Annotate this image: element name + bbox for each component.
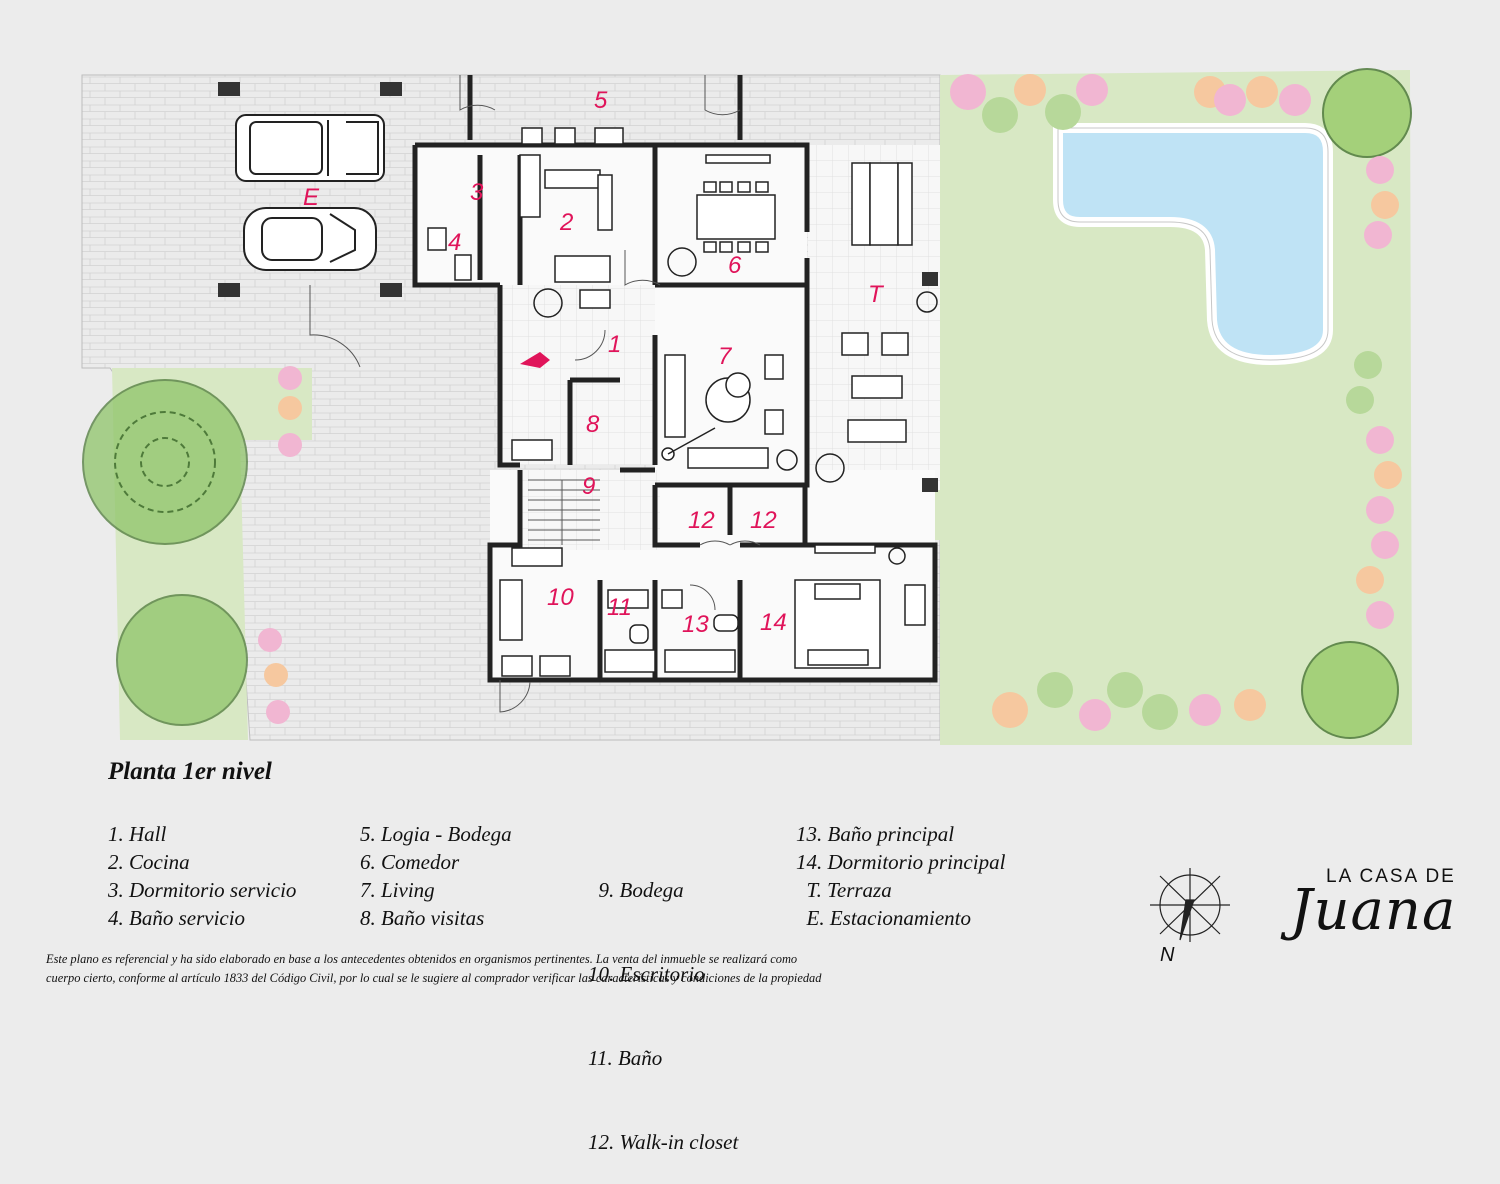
room-label-11: 11 (607, 594, 632, 621)
room-label-t: T (868, 281, 885, 308)
room-label-12a: 12 (688, 507, 715, 534)
legend-col-2: 5. Logia - Bodega 6. Comedor 7. Living 8… (360, 820, 512, 932)
legend-item: 9. Bodega (588, 878, 684, 902)
car-1 (235, 114, 385, 182)
terrace-furniture (841, 162, 913, 443)
indoor-plants (533, 247, 938, 565)
room-label-14: 14 (760, 609, 787, 636)
stairs (528, 479, 600, 545)
room-label-6: 6 (728, 252, 742, 279)
legend-item: 13. Baño principal (796, 822, 955, 846)
legend-col-1: 1. Hall 2. Cocina 3. Dormitorio servicio… (108, 820, 296, 932)
legend-col-4: 13. Baño principal 14. Dormitorio princi… (796, 820, 1005, 932)
floor-plan: 1 2 3 4 5 6 7 8 9 10 11 12 12 13 14 T E (81, 68, 1412, 942)
walls (412, 75, 938, 683)
legend-item: 2. Cocina (108, 850, 190, 874)
legend-item: 11. Baño (588, 1046, 663, 1070)
legend-item: 14. Dormitorio principal (796, 850, 1006, 874)
legend-item: 1. Hall (108, 822, 167, 846)
room-label-9: 9 (582, 473, 595, 500)
room-labels: 1 2 3 4 5 6 7 8 9 10 11 12 12 13 14 T E (303, 87, 885, 638)
legend-item: 5. Logia - Bodega (360, 822, 512, 846)
room-label-1: 1 (608, 331, 621, 358)
bedroom-fixtures (499, 544, 926, 677)
car-2 (243, 207, 377, 271)
legend-item: 12. Walk-in closet (588, 1130, 739, 1154)
room-label-12b: 12 (750, 507, 777, 534)
room-label-8: 8 (586, 411, 600, 438)
shrubs (258, 74, 1402, 731)
disclaimer-line-2: cuerpo cierto, conforme al artículo 1833… (46, 971, 822, 985)
plan-title: Planta 1er nivel (108, 758, 272, 785)
room-label-4: 4 (448, 229, 461, 256)
brand-logo-bottom: Juana (1290, 878, 1457, 943)
compass-north-label: N (1160, 944, 1175, 966)
legend-item: E. Estacionamiento (796, 906, 971, 930)
compass-icon (1150, 868, 1230, 942)
pool (1053, 123, 1333, 366)
kitchen-fixtures (427, 127, 624, 461)
legend-item: 3. Dormitorio servicio (108, 878, 297, 902)
room-label-5: 5 (594, 87, 608, 114)
dining-table (696, 154, 776, 253)
trees (82, 68, 1412, 739)
room-label-7: 7 (718, 343, 733, 370)
room-label-3: 3 (470, 179, 484, 206)
room-label-10: 10 (547, 584, 574, 611)
brand-logo-top: LA CASA DE (1326, 866, 1456, 887)
room-label-2: 2 (559, 209, 573, 236)
disclaimer-line-1: Este plano es referencial y ha sido elab… (46, 952, 798, 966)
legend-item: 7. Living (360, 878, 435, 902)
legend-item: 6. Comedor (360, 850, 460, 874)
doors (309, 75, 761, 713)
legend-col-3: 9. Bodega 10. Escritorio 11. Baño 12. Wa… (588, 820, 738, 1184)
legend-item: 8. Baño visitas (360, 906, 485, 930)
room-label-13: 13 (682, 611, 709, 638)
room-label-e: E (303, 184, 320, 211)
terrace-columns (218, 82, 938, 492)
legend-item: T. Terraza (796, 878, 892, 902)
living-furniture (661, 354, 784, 469)
legend-item: 4. Baño servicio (108, 906, 246, 930)
legend-item: 10. Escritorio (588, 962, 705, 986)
entrance-arrow-icon (520, 352, 550, 368)
disclaimer: Este plano es referencial y ha sido elab… (46, 950, 1086, 988)
